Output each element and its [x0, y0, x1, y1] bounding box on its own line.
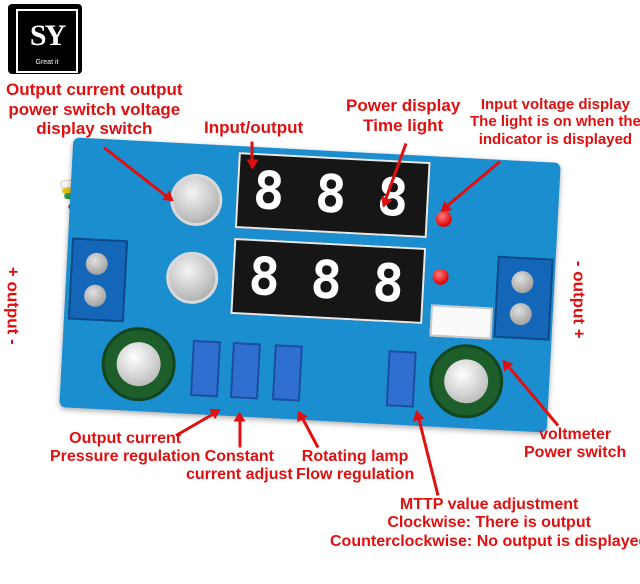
display-bottom: 8 8 8 — [230, 237, 427, 324]
screw — [83, 284, 107, 308]
label-constant-current: Constant current adjust — [186, 448, 293, 484]
brand-logo: SY Great it — [8, 4, 82, 74]
trimmer-rotating-lamp — [271, 344, 303, 402]
screw — [509, 302, 533, 326]
capacitor-left — [99, 325, 178, 404]
trimmer-output-current — [190, 339, 221, 398]
capacitor-right — [427, 342, 506, 421]
voltmeter-switch — [429, 304, 494, 340]
label-plus-output: + output - — [3, 266, 23, 345]
terminal-left — [67, 237, 129, 323]
screw — [85, 252, 109, 276]
display-top: 8 8 8 — [234, 152, 431, 239]
digit: 8 — [313, 164, 348, 226]
arrow-constant-current — [238, 413, 242, 448]
arrow-input-output — [250, 141, 254, 168]
input-voltage-led — [432, 268, 450, 286]
label-output-current: Output current Pressure regulation — [50, 430, 201, 466]
screw — [510, 270, 535, 294]
pcb-board: 8 8 8 8 8 8 — [59, 137, 561, 433]
label-minus-output: - output + — [569, 260, 589, 339]
label-voltmeter: voltmeter Power switch — [524, 426, 627, 462]
switch-knob-bottom — [164, 250, 220, 306]
label-input-output: Input/output — [204, 118, 304, 137]
logo-tagline: Great it — [35, 59, 59, 66]
digit: 8 — [309, 250, 344, 312]
digit: 8 — [247, 246, 282, 309]
label-output-switch: Output current output power switch volta… — [6, 80, 183, 139]
switch-knob-top — [168, 172, 224, 228]
logo-frame: SY Great it — [16, 9, 78, 73]
label-rotating-lamp: Rotating lamp Flow regulation — [296, 448, 415, 484]
label-power-display: Power display Time light — [346, 96, 461, 135]
digit: 8 — [370, 253, 406, 315]
label-mttp: MTTP value adjustment Clockwise: There i… — [330, 496, 640, 550]
label-input-voltage: Input voltage display The light is on wh… — [470, 96, 640, 148]
terminal-right — [493, 255, 554, 341]
trimmer-mttp — [385, 350, 417, 408]
logo-mark: SY — [29, 19, 66, 52]
trimmer-constant-current — [229, 342, 261, 400]
digit: 8 — [251, 160, 287, 223]
